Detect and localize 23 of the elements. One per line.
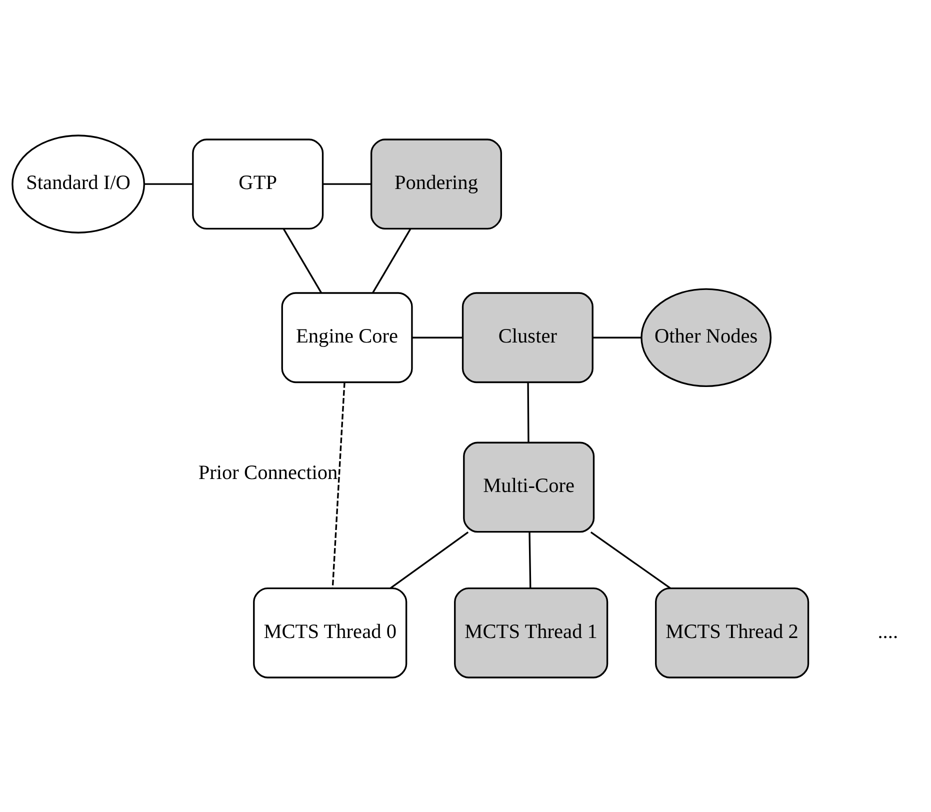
connector [528,532,532,588]
node-box: MCTS Thread 1 [454,586,608,678]
node-box: Engine Core [281,292,413,383]
connector [412,336,463,338]
node-box: Multi-Core [463,441,595,532]
connector [590,530,671,588]
connector [332,382,346,588]
connector [390,530,469,588]
node-ellipse: Standard I/O [12,134,146,233]
node-box: MCTS Thread 0 [253,586,408,678]
node-box: Pondering [370,138,502,230]
connector [144,182,193,184]
connector [592,336,642,338]
node-box: MCTS Thread 2 [655,586,810,678]
label: .... [878,620,898,642]
edge-label: Prior Connection [198,461,338,484]
node-ellipse: Other Nodes [640,288,772,387]
node-box: Cluster [462,292,594,383]
connector [282,228,322,293]
connector [323,182,372,184]
connector [527,382,530,442]
node-box: GTP [192,138,324,230]
connector [372,228,412,293]
